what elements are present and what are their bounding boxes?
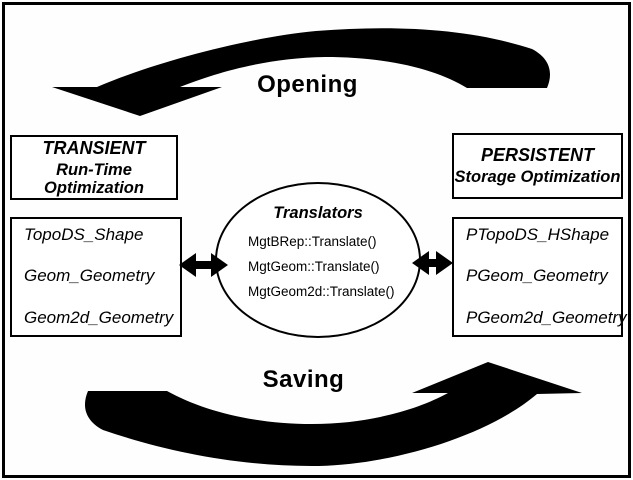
translators-ellipse: Translators MgtBRep::Translate() MgtGeom…: [215, 182, 421, 338]
saving-label: Saving: [262, 366, 345, 393]
opening-label: Opening: [257, 71, 358, 98]
list-item: TopoDS_Shape: [24, 225, 144, 244]
translator-method: MgtGeom2d::Translate(): [248, 284, 395, 299]
list-item: PGeom_Geometry: [466, 266, 608, 285]
persistent-title: PERSISTENT: [480, 145, 595, 165]
list-item: Geom_Geometry: [24, 266, 155, 285]
transient-header-box: TRANSIENT Run-Time Optimization: [10, 135, 178, 200]
translators-title: Translators: [273, 204, 363, 222]
list-item: PTopoDS_HShape: [466, 225, 610, 244]
list-item: PGeom2d_Geometry: [466, 308, 627, 327]
transient-subtitle: Run-Time Optimization: [44, 160, 144, 197]
transient-class-list: TopoDS_Shape Geom_Geometry Geom2d_Geomet…: [10, 217, 182, 337]
transient-title: TRANSIENT: [42, 137, 146, 158]
list-item: Geom2d_Geometry: [24, 308, 174, 327]
persistent-header-box: PERSISTENT Storage Optimization: [452, 133, 623, 199]
persistent-subtitle: Storage Optimization: [454, 168, 621, 186]
translator-method: MgtGeom::Translate(): [248, 259, 380, 274]
translator-method: MgtBRep::Translate(): [248, 234, 377, 249]
persistent-class-list: PTopoDS_HShape PGeom_Geometry PGeom2d_Ge…: [452, 217, 627, 337]
